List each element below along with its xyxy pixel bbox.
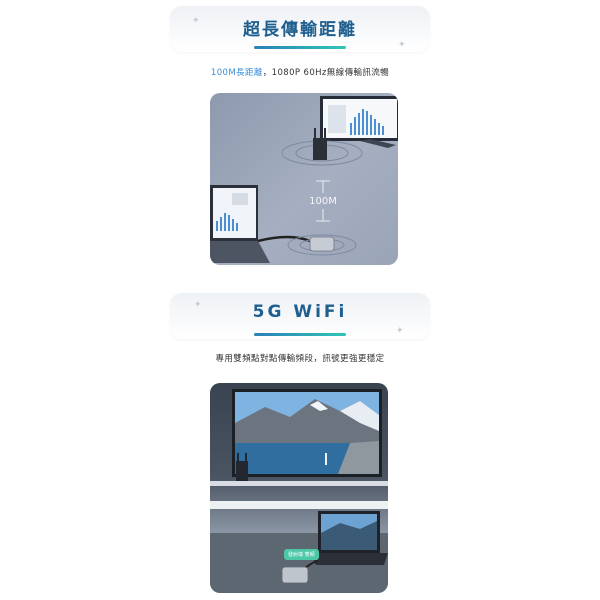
distance-photo: 100M [210, 93, 398, 265]
distance-label: 100M [309, 196, 337, 207]
sparkle-icon: ✦ [396, 326, 404, 336]
section-subtitle: 專用雙頻點對點傳輸頻段，訊號更強更穩定 [215, 354, 385, 364]
sparkle-icon: ✦ [192, 16, 200, 26]
section-long-distance: 超長傳輸距離 ✦ ✦ 100M長距離，1080P 60Hz無線傳輸訊流暢 [0, 0, 600, 280]
wifi-photo: 發射端 雙頻 [210, 383, 388, 593]
section-title: 5G WiFi [252, 302, 348, 322]
section-5g-wifi: 5G WiFi ✦ ✦ 專用雙頻點對點傳輸頻段，訊號更強更穩定 [0, 280, 600, 600]
title-underline [254, 333, 346, 336]
section-title: 超長傳輸距離 [243, 20, 357, 40]
distance-illustration: 100M [210, 96, 398, 263]
device-tag: 發射端 雙頻 [284, 549, 319, 560]
subtitle-rest: ，1080P 60Hz無線傳輸訊流暢 [262, 68, 390, 78]
wifi-illustration [210, 389, 388, 593]
subtitle-accent: 100M長距離 [210, 68, 263, 78]
section-banner: 5G WiFi [170, 293, 430, 339]
section-banner: 超長傳輸距離 [170, 6, 430, 52]
section-subtitle: 100M長距離，1080P 60Hz無線傳輸訊流暢 [0, 66, 600, 78]
title-underline [254, 46, 346, 49]
sparkle-icon: ✦ [194, 300, 202, 310]
sparkle-icon: ✦ [398, 40, 406, 50]
